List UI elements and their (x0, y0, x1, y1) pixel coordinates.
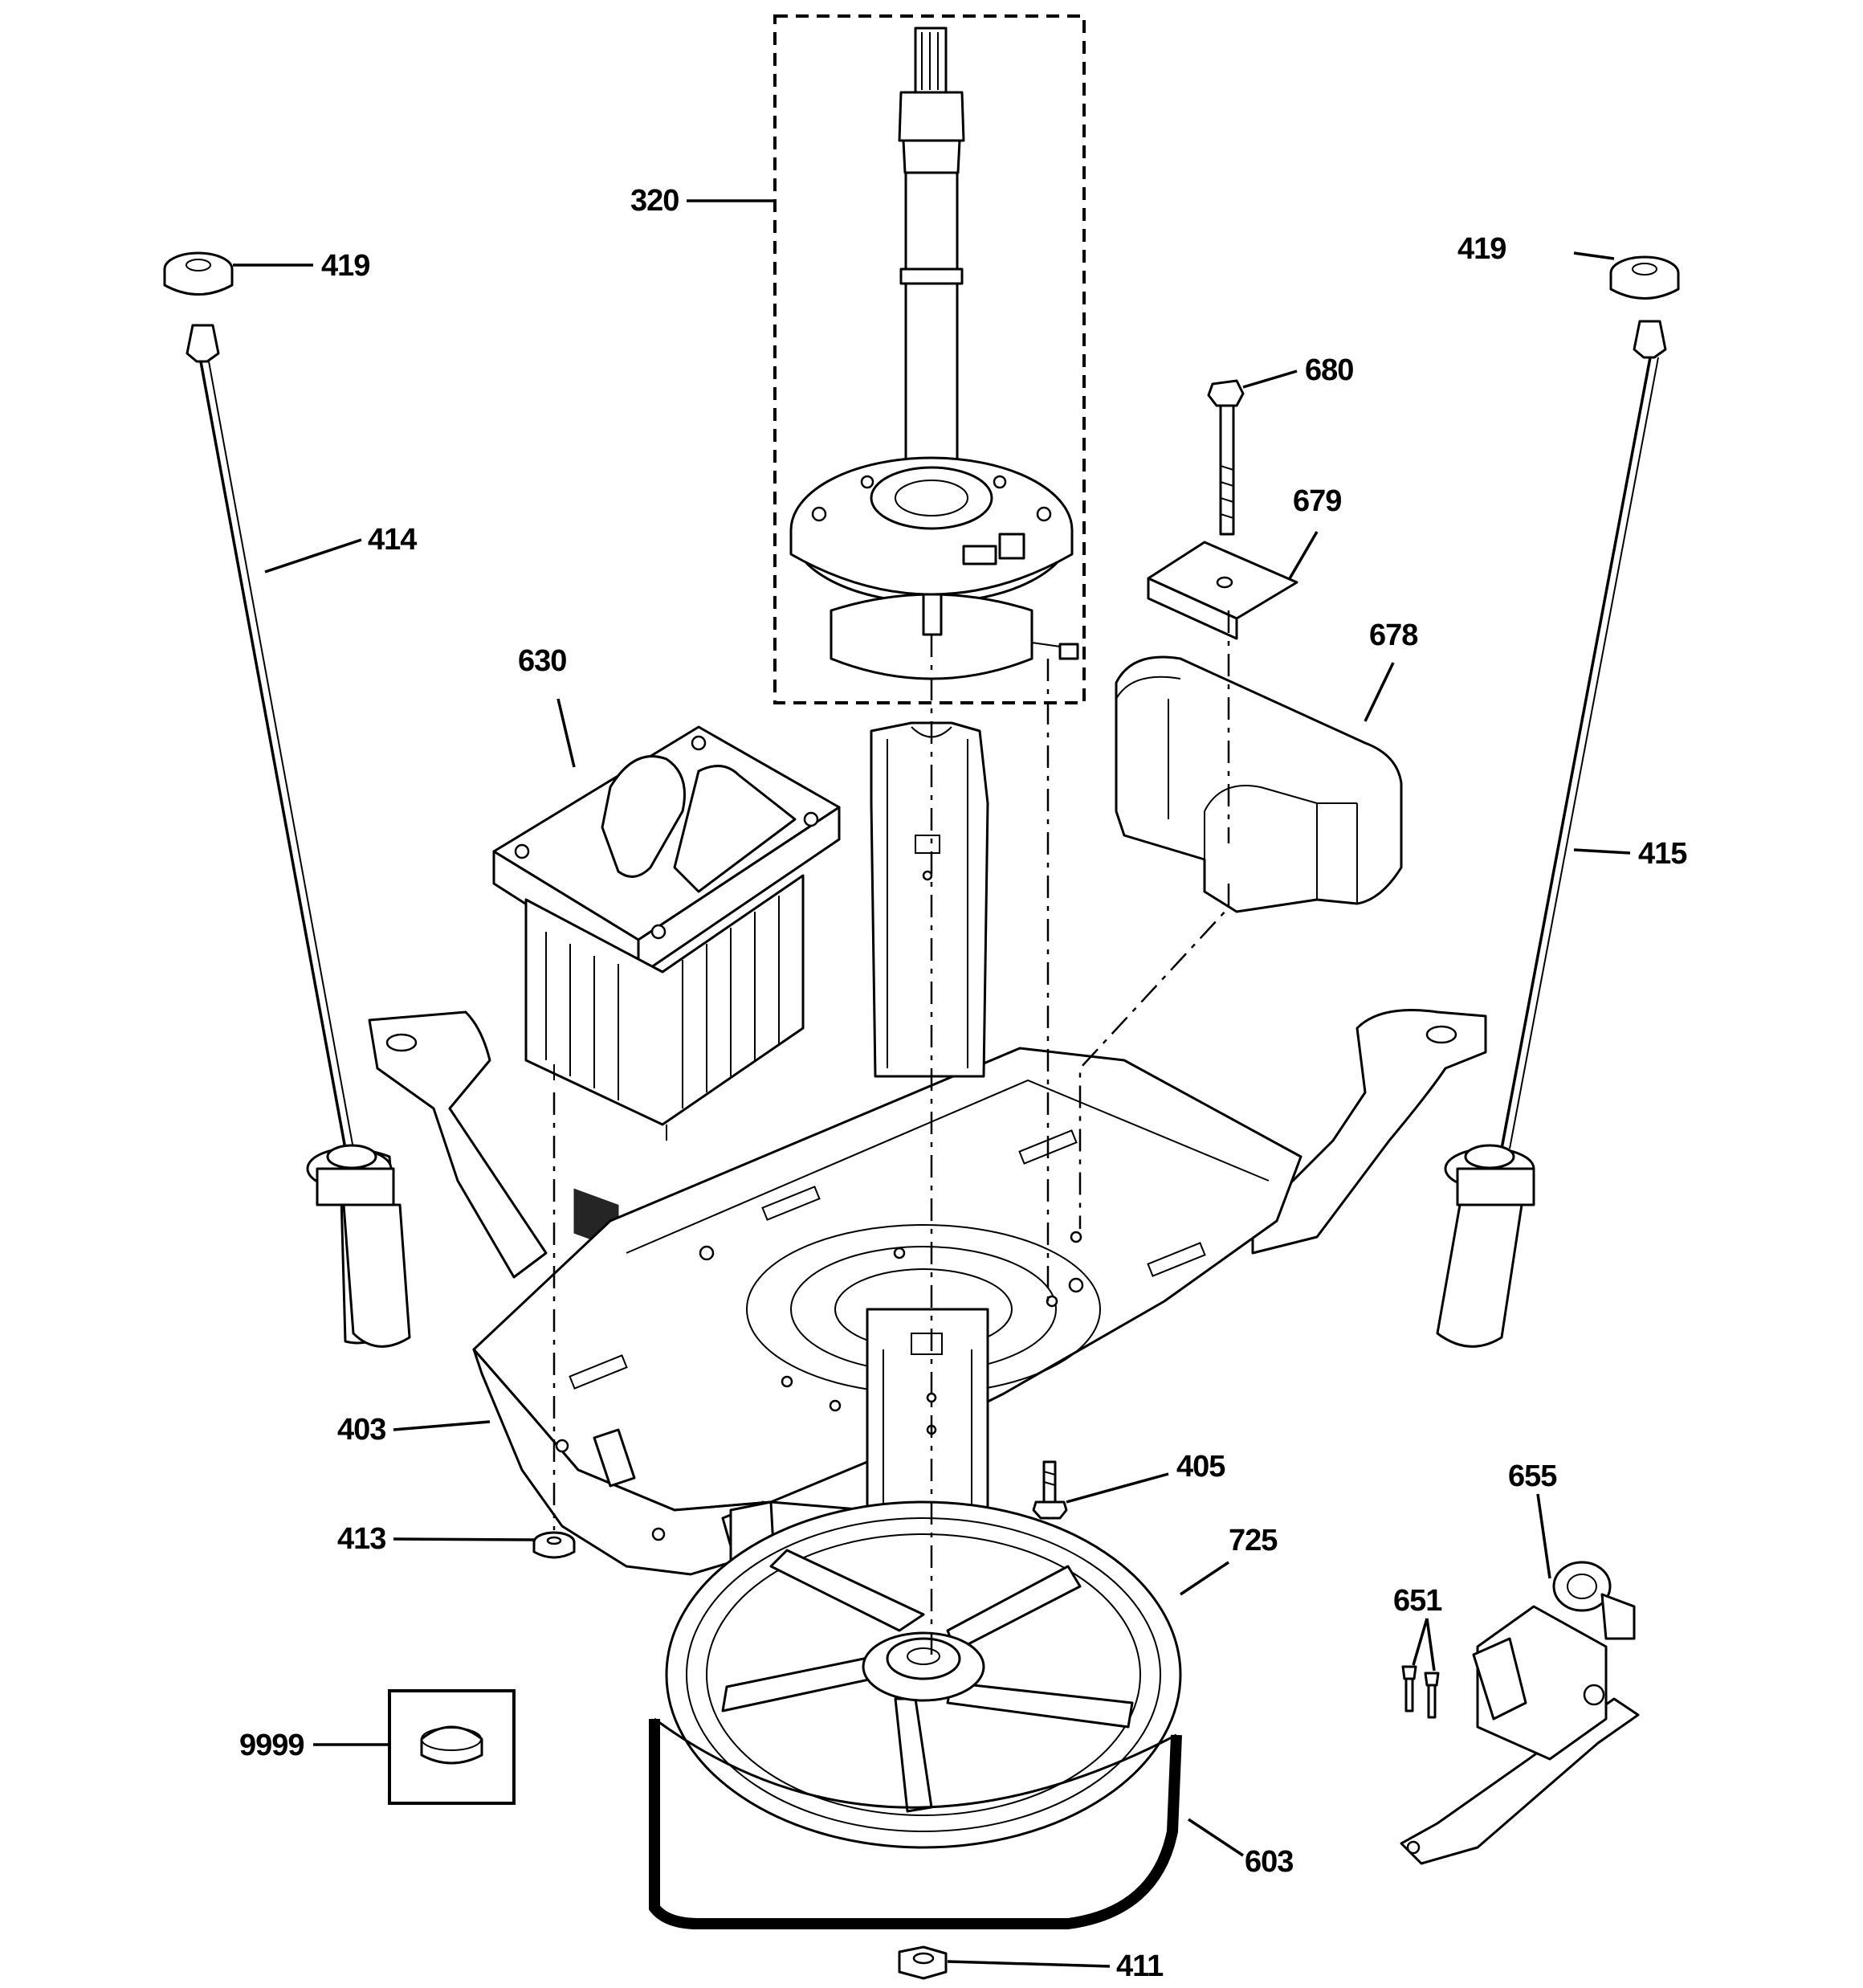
callout-678: 678 (1369, 618, 1417, 652)
callout-419-right: 419 (1457, 232, 1506, 266)
callout-679: 679 (1293, 484, 1341, 518)
suspension-cap-419-left (163, 251, 234, 296)
nut-411 (898, 1945, 948, 1980)
pump-655 (1400, 1561, 1640, 1865)
screws-651 (1401, 1665, 1440, 1719)
nut-413 (532, 1531, 576, 1559)
callout-415: 415 (1638, 837, 1687, 871)
pulley-725 (665, 1500, 1182, 1849)
callout-414: 414 (368, 523, 417, 557)
counterweight-678 (1115, 655, 1403, 913)
callout-725: 725 (1229, 1524, 1278, 1557)
plate-679 (1147, 541, 1298, 640)
transmission-assembly-320 (773, 14, 1086, 704)
suspension-rod-414 (185, 324, 411, 1348)
upright-support (870, 721, 989, 1078)
leader-lines (233, 199, 1631, 1968)
callout-630: 630 (518, 644, 566, 678)
suspension-rod-415 (1436, 320, 1667, 1348)
assembly-320-dashed-box (773, 14, 1086, 704)
callout-9999: 9999 (239, 1729, 304, 1762)
alignment-lines (552, 610, 1230, 1655)
callout-419-left: 419 (321, 249, 369, 283)
callout-651: 651 (1393, 1584, 1442, 1618)
bolt-680 (1207, 379, 1245, 536)
callout-680: 680 (1305, 353, 1353, 387)
callout-655: 655 (1508, 1459, 1557, 1493)
kit-9999 (388, 1689, 516, 1805)
belt-603 (649, 1717, 1182, 1929)
suspension-cap-419-right (1609, 255, 1680, 300)
callout-403: 403 (337, 1413, 385, 1447)
callout-411: 411 (1116, 1949, 1164, 1983)
callout-labels: 320 419 419 414 415 680 679 678 630 403 … (239, 184, 1688, 1983)
callout-413: 413 (337, 1522, 385, 1556)
screw-405 (1032, 1460, 1068, 1520)
callout-405: 405 (1176, 1450, 1225, 1484)
callout-603: 603 (1245, 1845, 1293, 1879)
callout-320: 320 (630, 184, 679, 218)
